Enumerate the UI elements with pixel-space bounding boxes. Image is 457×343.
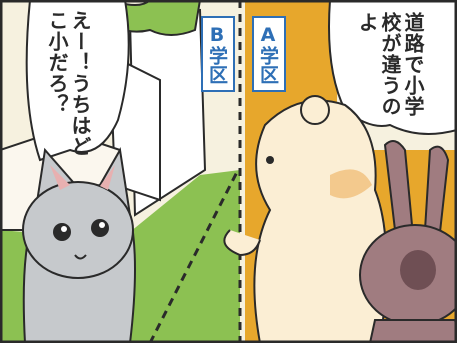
zone-a-sign: A学区 bbox=[252, 16, 286, 92]
cream-bear bbox=[223, 95, 388, 343]
brown-rabbit bbox=[359, 140, 457, 343]
zone-b-sign: B学区 bbox=[201, 16, 235, 92]
gray-cat bbox=[22, 147, 136, 343]
road-edge-line bbox=[148, 169, 240, 343]
speech-bubble-left bbox=[25, 0, 130, 162]
speech-bubble-right bbox=[328, 0, 457, 135]
speech-text-right: 道路で小学校が違うのよ bbox=[355, 12, 425, 117]
speech-text-left: えー！うちはどこ小だろ？ bbox=[45, 10, 92, 157]
